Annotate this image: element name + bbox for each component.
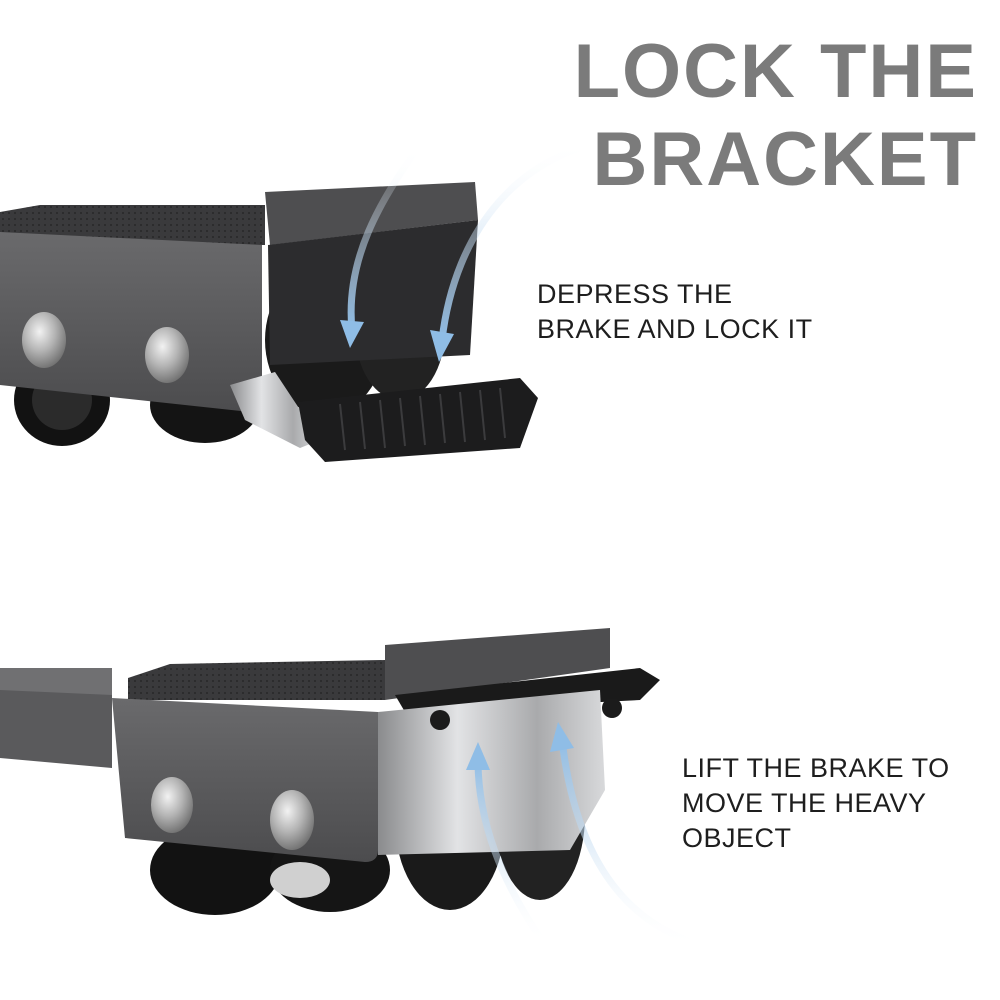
bottom-bracket-tread-plate xyxy=(128,660,385,700)
lift-caption-line-3: OBJECT xyxy=(682,823,792,853)
depress-caption: DEPRESS THE BRAKE AND LOCK IT xyxy=(537,277,813,347)
top-steel-arm xyxy=(230,372,320,448)
bottom-steel-housing xyxy=(378,690,605,855)
depress-caption-line-1: DEPRESS THE xyxy=(537,279,733,309)
top-bracket-body xyxy=(0,232,262,412)
bottom-bracket-body xyxy=(112,698,378,862)
top-brake-pedal xyxy=(298,378,538,462)
arrow-down-left-icon xyxy=(347,141,424,334)
lift-caption-line-2: MOVE THE HEAVY xyxy=(682,788,927,818)
bottom-arrows xyxy=(466,722,724,954)
lift-caption: LIFT THE BRAKE TO MOVE THE HEAVY OBJECT xyxy=(682,751,950,856)
arrow-up-left-icon xyxy=(474,756,549,949)
page-title: LOCK THE BRACKET xyxy=(574,28,978,204)
bottom-rivet-1 xyxy=(151,777,193,833)
top-bracket xyxy=(0,182,538,462)
top-bracket-tread-plate xyxy=(0,205,265,245)
top-rivet-2 xyxy=(145,327,189,383)
depress-caption-line-2: BRAKE AND LOCK IT xyxy=(537,314,813,344)
top-arrows xyxy=(340,136,624,362)
top-rivet-1 xyxy=(22,312,66,368)
arrow-up-right-icon xyxy=(558,736,724,954)
bottom-bracket xyxy=(0,628,660,915)
lift-caption-line-1: LIFT THE BRAKE TO xyxy=(682,753,950,783)
title-line-1: LOCK THE xyxy=(573,29,978,114)
arrow-down-right-icon xyxy=(438,136,624,344)
bottom-rivet-2 xyxy=(270,790,314,850)
title-line-2: BRACKET xyxy=(592,117,978,202)
